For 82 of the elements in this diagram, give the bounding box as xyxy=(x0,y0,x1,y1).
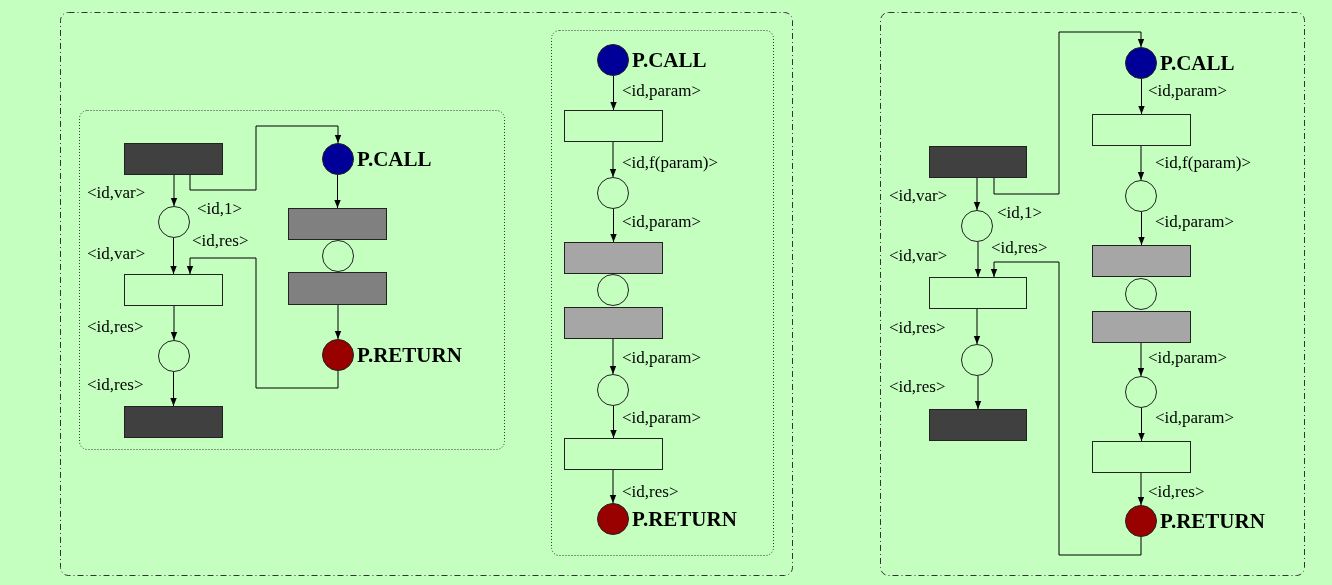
transition-bar xyxy=(288,208,387,240)
region-frame xyxy=(880,12,1305,576)
region-frame xyxy=(60,12,793,576)
transition-bar xyxy=(929,146,1027,178)
arc-label: <id,var> xyxy=(87,183,146,203)
arc-arrow xyxy=(334,304,342,340)
arc-arrow xyxy=(610,405,617,439)
transition-box xyxy=(564,438,663,470)
place-caption: P.RETURN xyxy=(632,507,737,531)
arc-arrow xyxy=(610,75,617,111)
arc-label: <id,param> xyxy=(622,212,702,232)
transition-bar xyxy=(564,242,663,274)
arc-label: <id,res> xyxy=(622,482,679,502)
arc-label: <id,res> xyxy=(991,238,1048,258)
arc-label: <id,res> xyxy=(889,377,946,397)
return-place-circle xyxy=(597,503,629,535)
arc-arrow xyxy=(170,305,178,341)
return-place-circle xyxy=(322,339,354,371)
transition-bar xyxy=(929,409,1027,441)
call-place-circle xyxy=(322,143,354,175)
transition-bar xyxy=(124,143,223,175)
arc-label: <id,var> xyxy=(889,246,948,266)
transition-bar xyxy=(1092,311,1191,343)
arc-label: <id,param> xyxy=(622,348,702,368)
arc-arrow xyxy=(609,141,617,178)
arc-label: <id,res> xyxy=(889,318,946,338)
transition-box xyxy=(929,277,1027,309)
arc-arrow xyxy=(974,241,982,278)
arc-label: <id,var> xyxy=(87,244,146,264)
arc-label: <id,1> xyxy=(997,203,1043,223)
transition-box xyxy=(124,274,223,306)
arc-label: <id,param> xyxy=(622,81,702,101)
call-place-circle xyxy=(597,44,629,76)
arc-label: <id,res> xyxy=(1148,482,1205,502)
arc-arrow xyxy=(189,125,342,191)
return-place-circle xyxy=(1125,505,1157,537)
place-caption: P.RETURN xyxy=(357,343,462,367)
arc-label: <id,param> xyxy=(1148,81,1228,101)
arc-label: <id,res> xyxy=(87,375,144,395)
transition-box xyxy=(564,110,663,142)
place-caption: P.CALL xyxy=(357,147,432,171)
arc-arrow xyxy=(973,177,981,211)
arc-label: <id,param> xyxy=(622,408,702,428)
arc-arrow xyxy=(170,174,178,207)
place-caption: P.RETURN xyxy=(1160,509,1265,533)
transition-bar xyxy=(564,307,663,339)
arc-arrow xyxy=(1137,145,1145,181)
arc-arrow xyxy=(1138,407,1145,442)
transition-box xyxy=(1092,114,1191,146)
arc-arrow xyxy=(610,208,617,243)
place-caption: P.CALL xyxy=(1160,51,1235,75)
arc-arrow xyxy=(609,338,617,375)
arc-arrow xyxy=(170,237,177,275)
arc-label: <id,f(param)> xyxy=(1155,153,1252,173)
arc-arrow xyxy=(973,308,981,345)
arc-label: <id,param> xyxy=(1155,212,1235,232)
arc-arrow xyxy=(990,261,1142,556)
transition-bar xyxy=(288,272,387,305)
arc-arrow xyxy=(1137,472,1145,506)
arc-label: <id,param> xyxy=(1148,348,1228,368)
transition-box xyxy=(1092,441,1191,473)
arc-arrow xyxy=(1138,78,1145,115)
place-caption: P.CALL xyxy=(632,48,707,72)
transition-bar xyxy=(124,406,223,438)
arc-label: <id,f(param)> xyxy=(622,153,719,173)
arc-label: <id,res> xyxy=(192,231,249,251)
arc-arrow xyxy=(186,257,339,389)
arc-arrow xyxy=(609,469,617,504)
call-place-circle xyxy=(1125,47,1157,79)
arc-arrow xyxy=(334,174,341,209)
arc-arrow xyxy=(1138,211,1145,246)
arc-label: <id,param> xyxy=(1155,408,1235,428)
arc-arrow xyxy=(1137,342,1145,377)
arc-label: <id,var> xyxy=(889,186,948,206)
subnet-frame xyxy=(79,110,505,450)
arc-arrow xyxy=(170,371,177,407)
transition-bar xyxy=(1092,245,1191,277)
arc-arrow xyxy=(974,375,982,410)
arc-arrow xyxy=(993,31,1145,195)
subnet-frame xyxy=(551,30,774,556)
arc-label: <id,res> xyxy=(87,317,144,337)
arc-label: <id,1> xyxy=(197,199,243,219)
